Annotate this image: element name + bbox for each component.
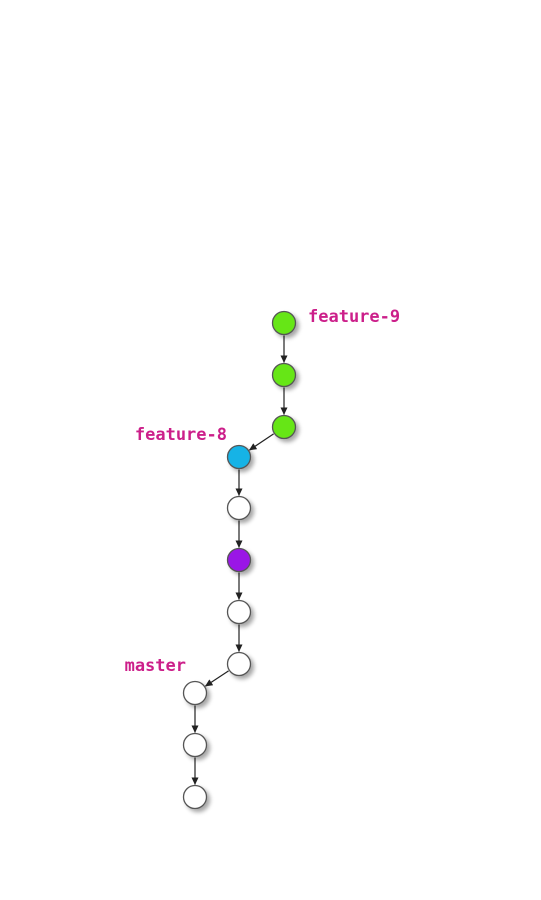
branch-label-feature-9: feature-9 [308,307,400,327]
commit-node-c10[interactable] [182,732,208,758]
commit-node-c11[interactable] [182,784,208,810]
commit-node-c5[interactable] [226,495,252,521]
commit-node-c6[interactable] [226,547,252,573]
commit-node-c9[interactable] [182,680,208,706]
commit-node-c8[interactable] [226,651,252,677]
commit-node-c3[interactable] [271,414,297,440]
commit-node-c2[interactable] [271,362,297,388]
branch-label-feature-8: feature-8 [135,425,227,445]
commit-nodes [182,310,297,810]
commit-node-c4[interactable] [226,444,252,470]
commit-node-c7[interactable] [226,599,252,625]
parent-edge-c3 [248,433,274,451]
commit-edges [191,335,288,785]
branch-labels: feature-9 feature-8 master [125,307,401,676]
branch-label-master: master [125,656,186,676]
commit-node-c1[interactable] [271,310,297,336]
parent-edge-c8 [205,670,229,687]
